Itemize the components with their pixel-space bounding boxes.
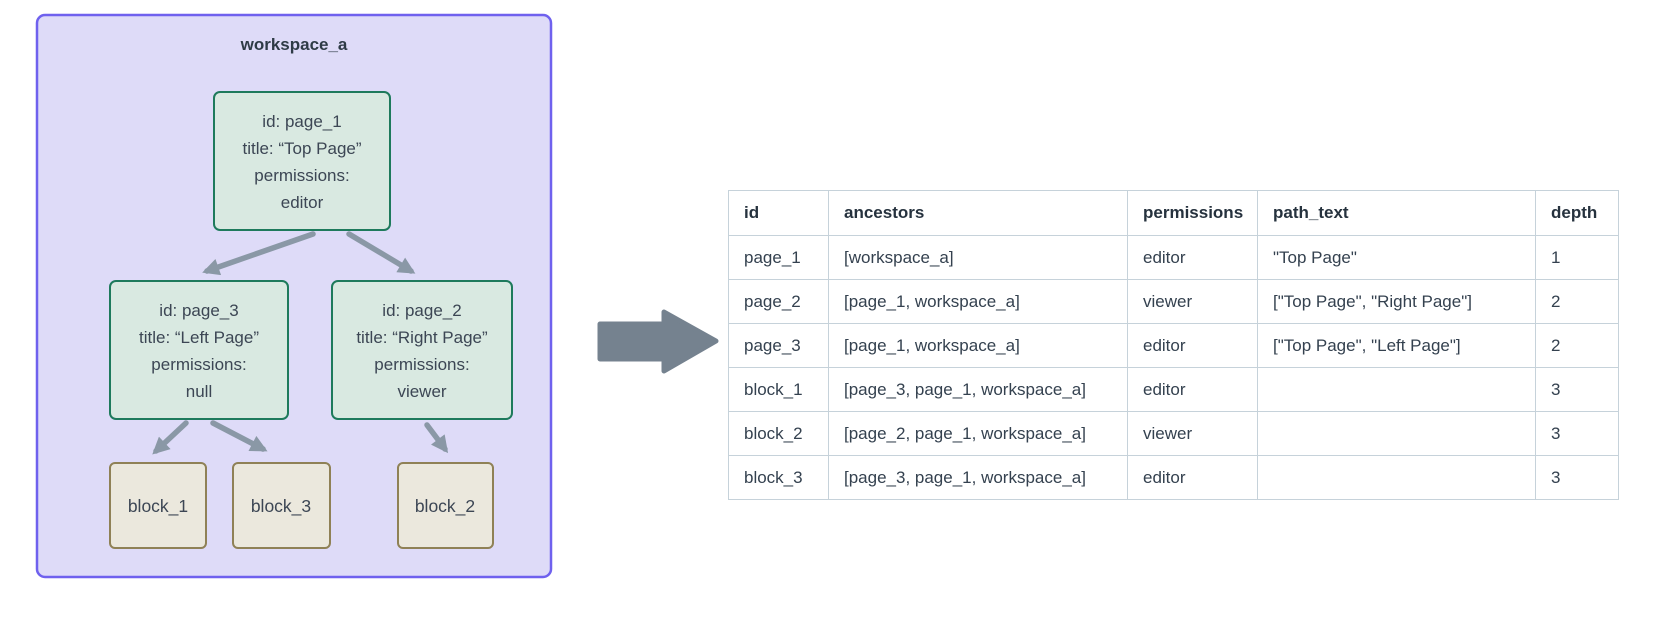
table-row-block-1: block_1 [page_3, page_1, workspace_a] ed… xyxy=(728,367,1619,412)
column-header-ancestors: ancestors xyxy=(828,190,1128,236)
node-page-1-permissions-value: editor xyxy=(281,193,324,212)
table-row-page-2: page_2 [page_1, workspace_a] viewer ["To… xyxy=(728,279,1619,324)
cell-permissions: viewer xyxy=(1127,279,1258,324)
node-page-1-title: title: “Top Page” xyxy=(242,139,361,158)
column-header-path-text: path_text xyxy=(1257,190,1536,236)
node-block-1: block_1 xyxy=(109,462,207,549)
node-block-3-box xyxy=(232,462,331,549)
cell-permissions: editor xyxy=(1127,455,1258,500)
cell-id: page_2 xyxy=(728,279,829,324)
tree-connectors xyxy=(152,231,449,455)
node-page-1-permissions-label: permissions: xyxy=(254,166,349,185)
cell-permissions: editor xyxy=(1127,367,1258,412)
table-row-page-1: page_1 [workspace_a] editor "Top Page" 1 xyxy=(728,235,1619,280)
column-header-permissions: permissions xyxy=(1127,190,1258,236)
node-block-2: block_2 xyxy=(397,462,494,549)
cell-id: block_3 xyxy=(728,455,829,500)
column-header-id: id xyxy=(728,190,829,236)
cell-depth: 3 xyxy=(1535,455,1619,500)
cell-permissions: editor xyxy=(1127,323,1258,368)
cell-path-text xyxy=(1257,455,1536,500)
edge-page2-block2-arrow xyxy=(424,422,449,454)
node-block-1-box xyxy=(109,462,207,549)
node-block-1-label: block_1 xyxy=(128,496,188,517)
node-page-2-box xyxy=(331,280,513,420)
cell-ancestors: [workspace_a] xyxy=(828,235,1128,280)
node-block-2-label: block_2 xyxy=(415,496,475,517)
node-block-2-box xyxy=(397,462,494,549)
node-block-3: block_3 xyxy=(232,462,331,549)
workspace-container xyxy=(35,13,553,579)
workspace-title: workspace_a xyxy=(240,35,348,54)
column-header-depth: depth xyxy=(1535,190,1619,236)
node-page-1-id: id: page_1 xyxy=(262,112,341,131)
node-page-2: id: page_2 title: “Right Page” permissio… xyxy=(331,280,513,420)
node-block-3-label: block_3 xyxy=(251,496,311,517)
cell-path-text: ["Top Page", "Left Page"] xyxy=(1257,323,1536,368)
node-page-3-title: title: “Left Page” xyxy=(139,328,259,347)
cell-depth: 1 xyxy=(1535,235,1619,280)
cell-permissions: viewer xyxy=(1127,411,1258,456)
cell-path-text: "Top Page" xyxy=(1257,235,1536,280)
cell-path-text xyxy=(1257,411,1536,456)
node-page-3-permissions-value: null xyxy=(186,382,212,401)
cell-path-text xyxy=(1257,367,1536,412)
edge-page3-block3-arrow xyxy=(210,420,268,452)
cell-ancestors: [page_1, workspace_a] xyxy=(828,323,1128,368)
node-page-3-box xyxy=(109,280,289,420)
cell-path-text: ["Top Page", "Right Page"] xyxy=(1257,279,1536,324)
node-page-3: id: page_3 title: “Left Page” permission… xyxy=(109,280,289,420)
cell-id: block_2 xyxy=(728,411,829,456)
cell-permissions: editor xyxy=(1127,235,1258,280)
cell-ancestors: [page_3, page_1, workspace_a] xyxy=(828,455,1128,500)
cell-depth: 2 xyxy=(1535,323,1619,368)
cell-id: block_1 xyxy=(728,367,829,412)
table-row-block-3: block_3 [page_3, page_1, workspace_a] ed… xyxy=(728,455,1619,500)
node-page-2-title: title: “Right Page” xyxy=(356,328,488,347)
node-page-3-id: id: page_3 xyxy=(159,301,238,320)
table-row-block-2: block_2 [page_2, page_1, workspace_a] vi… xyxy=(728,411,1619,456)
result-table: id ancestors permissions path_text depth… xyxy=(728,190,1619,500)
table-header-row: id ancestors permissions path_text depth xyxy=(728,190,1619,236)
cell-ancestors: [page_2, page_1, workspace_a] xyxy=(828,411,1128,456)
edge-page1-page3-arrow xyxy=(202,231,316,276)
cell-id: page_3 xyxy=(728,323,829,368)
transform-arrow-icon xyxy=(597,309,719,374)
node-page-2-permissions-value: viewer xyxy=(397,382,446,401)
cell-depth: 3 xyxy=(1535,367,1619,412)
node-page-3-permissions-label: permissions: xyxy=(151,355,246,374)
node-page-1-box xyxy=(213,91,391,231)
cell-depth: 2 xyxy=(1535,279,1619,324)
cell-depth: 3 xyxy=(1535,411,1619,456)
table-row-page-3: page_3 [page_1, workspace_a] editor ["To… xyxy=(728,323,1619,368)
cell-id: page_1 xyxy=(728,235,829,280)
edge-page1-page2-arrow xyxy=(346,231,416,274)
node-page-1: id: page_1 title: “Top Page” permissions… xyxy=(213,91,391,231)
node-page-2-id: id: page_2 xyxy=(382,301,461,320)
node-page-2-permissions-label: permissions: xyxy=(374,355,469,374)
cell-ancestors: [page_3, page_1, workspace_a] xyxy=(828,367,1128,412)
cell-ancestors: [page_1, workspace_a] xyxy=(828,279,1128,324)
edge-page3-block1-arrow xyxy=(152,420,189,455)
